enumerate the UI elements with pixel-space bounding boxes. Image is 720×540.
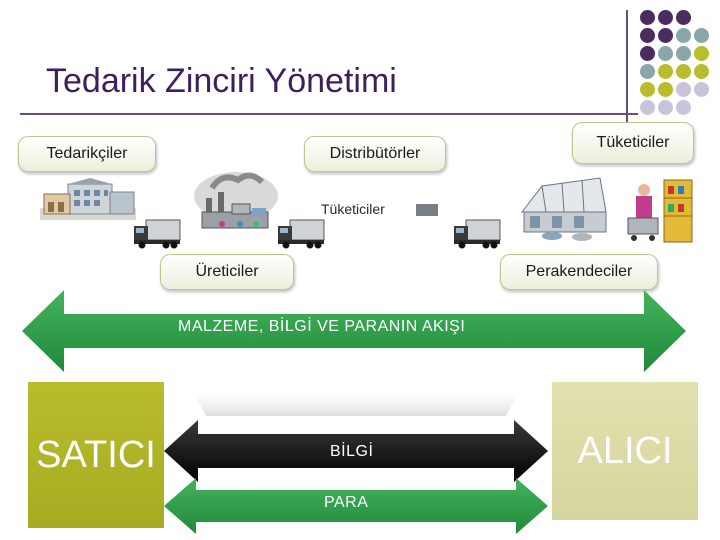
factory-icon bbox=[194, 172, 278, 229]
buyer-block: ALICI bbox=[552, 382, 698, 520]
store-icon bbox=[520, 177, 607, 241]
truck-icon bbox=[278, 219, 325, 249]
flow-arrow-reflection bbox=[190, 386, 522, 416]
title-divider-vertical bbox=[626, 10, 628, 122]
warehouse-icon bbox=[40, 178, 136, 220]
label-tuketiciler: Tüketiciler bbox=[572, 122, 694, 164]
seller-label: SATICI bbox=[36, 433, 156, 476]
flow-arrow-main bbox=[22, 290, 686, 372]
truck-icon bbox=[454, 219, 501, 249]
truck-icon bbox=[134, 219, 181, 249]
seller-block: SATICI bbox=[28, 382, 164, 528]
label-ureticiler: Üreticiler bbox=[160, 254, 294, 290]
decorative-dot-grid bbox=[638, 6, 718, 116]
page-title: Tedarik Zinciri Yönetimi bbox=[46, 62, 397, 100]
title-divider-horizontal bbox=[20, 113, 638, 115]
label-tedarikciler: Tedarikçiler bbox=[18, 136, 156, 172]
flow-label-bilgi: BİLGİ bbox=[330, 443, 374, 460]
label-distributorler: Distribütörler bbox=[304, 136, 446, 172]
label-tuketiciler-overlay: Tüketiciler bbox=[321, 201, 385, 217]
overlay-marker bbox=[416, 204, 438, 216]
buyer-label: ALICI bbox=[577, 429, 673, 472]
flow-label-main: MALZEME, BİLGİ VE PARANIN AKIŞI bbox=[178, 318, 466, 335]
label-perakendeciler: Perakendeciler bbox=[500, 254, 658, 290]
flow-label-para: PARA bbox=[324, 494, 369, 511]
flow-arrow-para bbox=[164, 478, 548, 534]
flow-arrow-bilgi bbox=[164, 420, 548, 482]
shopper-icon bbox=[627, 179, 693, 243]
